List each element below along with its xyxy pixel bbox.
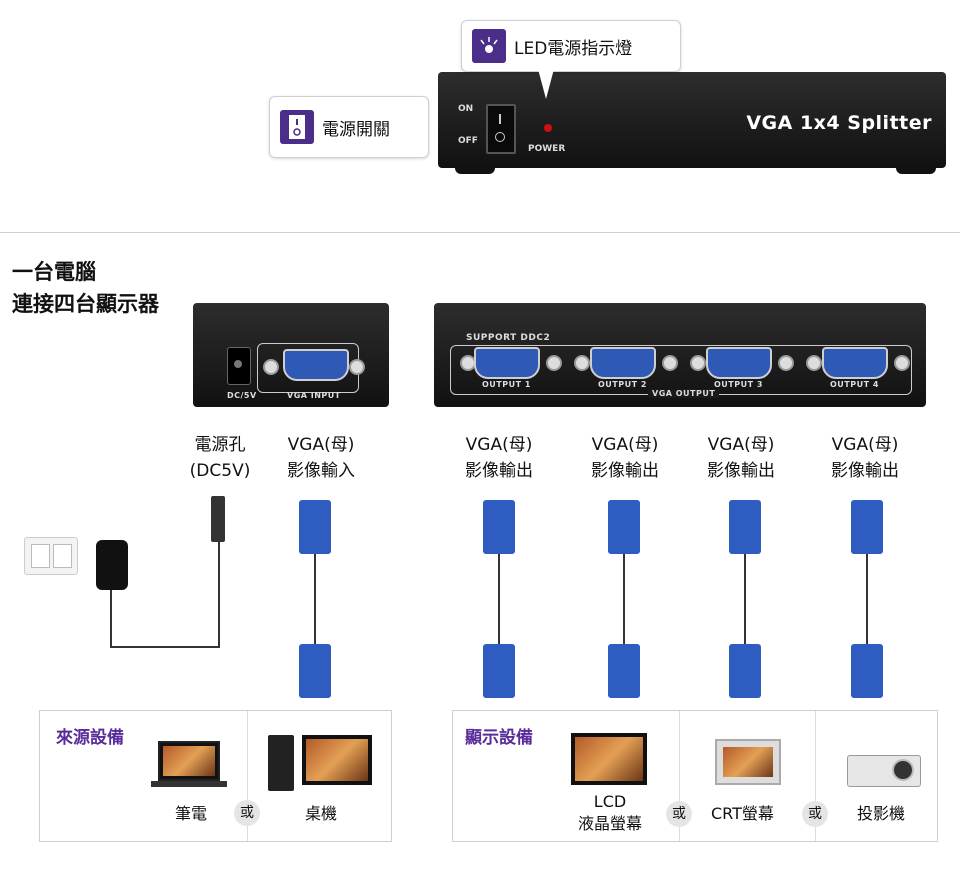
display-or-badge-1: 或	[666, 801, 692, 827]
led-callout-pointer	[538, 69, 554, 99]
dc-cable-vertical	[218, 542, 220, 648]
output-3-label: OUTPUT 3	[714, 380, 763, 389]
projector-label: 投影機	[857, 804, 906, 823]
projector-icon	[847, 755, 921, 787]
power-switch[interactable]	[486, 104, 516, 154]
dc-plug-icon	[211, 496, 225, 542]
dc-label: DC/5V	[227, 391, 257, 400]
vga-cable-plug-out3-top	[729, 500, 761, 554]
display-devices-title: 顯示設備	[465, 728, 533, 748]
led-callout: LED電源指示燈	[461, 20, 681, 72]
vga-cable-plug-out4-bottom	[851, 644, 883, 698]
vga-cable-out4	[866, 554, 868, 644]
desktop-monitor-icon	[302, 735, 372, 785]
vga-cable-plug-out2-top	[608, 500, 640, 554]
source-or-badge: 或	[234, 800, 260, 826]
section-divider	[0, 232, 960, 233]
laptop-icon	[151, 741, 227, 787]
vga-cable-out3	[744, 554, 746, 644]
splitter-front-panel: ON OFF POWER VGA 1x4 Splitter	[438, 72, 946, 168]
desktop-label: 桌機	[305, 804, 338, 823]
switch-icon	[280, 110, 314, 144]
vga-cable-input	[314, 554, 316, 644]
vga-output-desc-4: VGA(母)影像輸出	[831, 435, 899, 481]
crt-label: CRT螢幕	[711, 804, 774, 823]
dc-jack	[227, 347, 251, 385]
power-led	[544, 124, 552, 132]
power-adapter-icon	[96, 540, 128, 590]
lcd-monitor-icon	[571, 733, 647, 785]
source-devices-panel: 來源設備 筆電 或 桌機	[39, 710, 392, 842]
vga-output-port-4	[822, 347, 888, 379]
vga-cable-plug-out1-top	[483, 500, 515, 554]
laptop-label: 筆電	[175, 804, 208, 823]
power-label: POWER	[528, 144, 566, 154]
front-foot-right	[896, 166, 936, 174]
support-ddc2-label: SUPPORT DDC2	[466, 333, 551, 343]
led-icon	[472, 29, 506, 63]
vga-output-desc-3: VGA(母)影像輸出	[707, 435, 775, 481]
power-switch-callout: 電源開關	[269, 96, 429, 158]
vga-cable-out2	[623, 554, 625, 644]
output-2-label: OUTPUT 2	[598, 380, 647, 389]
power-switch-callout-label: 電源開關	[322, 119, 390, 140]
heading-line2: 連接四台顯示器	[12, 292, 159, 316]
heading-line1: 一台電腦	[12, 260, 96, 284]
source-devices-title: 來源設備	[56, 728, 124, 748]
output-1-label: OUTPUT 1	[482, 380, 531, 389]
vga-input-port	[283, 349, 349, 381]
on-label: ON	[458, 104, 474, 114]
wall-outlet-icon	[24, 537, 78, 575]
desktop-tower-icon	[268, 735, 294, 791]
vga-output-desc-1: VGA(母)影像輸出	[465, 435, 533, 481]
front-foot-left	[455, 166, 495, 174]
vga-cable-plug-out3-bottom	[729, 644, 761, 698]
off-label: OFF	[458, 136, 478, 146]
vga-cable-plug-input-top	[299, 500, 331, 554]
vga-output-desc-2: VGA(母)影像輸出	[591, 435, 659, 481]
vga-cable-out1	[498, 554, 500, 644]
crt-monitor-icon	[715, 739, 781, 785]
rear-output-unit: SUPPORT DDC2 OUTPUT 1 OUTPUT 2 OUTPUT 3 …	[434, 303, 926, 407]
led-callout-label: LED電源指示燈	[514, 38, 633, 59]
power-hole-label: 電源孔(DC5V)	[189, 435, 251, 481]
vga-input-desc: VGA(母)影像輸入	[287, 435, 355, 481]
vga-cable-plug-out2-bottom	[608, 644, 640, 698]
vga-cable-plug-out4-top	[851, 500, 883, 554]
display-or-badge-2: 或	[802, 801, 828, 827]
vga-cable-plug-input-bottom	[299, 644, 331, 698]
rear-input-unit: DC/5V VGA INPUT	[193, 303, 389, 407]
vga-cable-plug-out1-bottom	[483, 644, 515, 698]
output-4-label: OUTPUT 4	[830, 380, 879, 389]
adapter-cable-vertical	[110, 590, 112, 648]
vga-input-label: VGA INPUT	[287, 391, 341, 400]
vga-output-port-1	[474, 347, 540, 379]
vga-output-label: VGA OUTPUT	[648, 389, 720, 398]
vga-output-port-2	[590, 347, 656, 379]
device-title: VGA 1x4 Splitter	[746, 112, 932, 134]
adapter-cable-horizontal	[110, 646, 220, 648]
vga-output-port-3	[706, 347, 772, 379]
